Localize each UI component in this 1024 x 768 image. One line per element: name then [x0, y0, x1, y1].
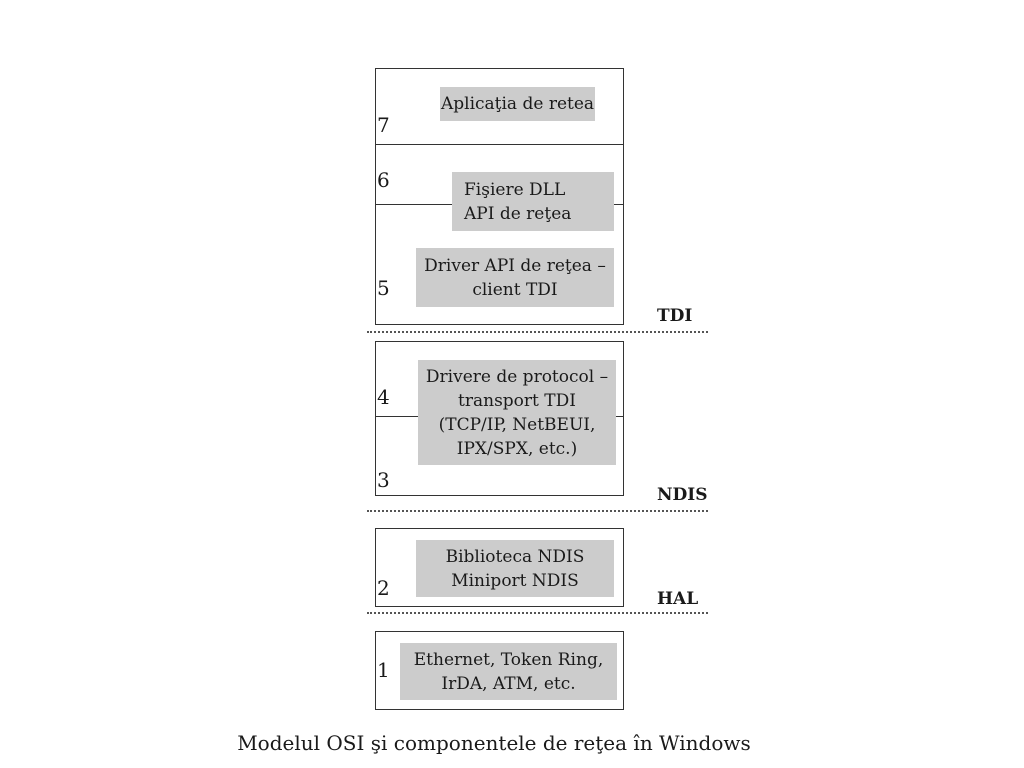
- network-application-label: Aplicaţia de retea: [440, 94, 595, 114]
- layer-4-number: 4: [377, 385, 390, 409]
- driver-api-line1: Driver API de reţea –: [424, 255, 606, 276]
- hal-interface-label: HAL: [657, 589, 699, 609]
- network-api-label: API de reţea: [464, 203, 572, 224]
- physical-media-box: Ethernet, Token Ring, IrDA, ATM, etc.: [400, 643, 617, 700]
- ndis-library-line1: Biblioteca NDIS: [445, 546, 585, 567]
- ndis-library-line2: Miniport NDIS: [451, 570, 579, 591]
- layer-7-number: 7: [377, 113, 390, 137]
- ndis-library-box: Biblioteca NDIS Miniport NDIS: [416, 540, 614, 597]
- tdi-interface-label: TDI: [657, 306, 693, 326]
- physical-media-line1: Ethernet, Token Ring,: [413, 649, 604, 670]
- layer-5-number: 5: [377, 276, 390, 300]
- network-application-box: Aplicaţia de retea: [440, 87, 595, 121]
- driver-api-box: Driver API de reţea – client TDI: [416, 248, 614, 307]
- hal-boundary-line: [367, 612, 708, 614]
- dll-files-label: Fişiere DLL: [464, 179, 566, 200]
- protocol-line4: IPX/SPX, etc.): [456, 438, 578, 459]
- driver-api-line2: client TDI: [472, 279, 558, 300]
- tdi-boundary-line: [367, 331, 708, 333]
- ndis-boundary-line: [367, 510, 708, 512]
- layer-3-number: 3: [377, 468, 390, 492]
- protocol-line2: transport TDI: [458, 390, 576, 411]
- layer-7-6-divider: [375, 144, 624, 145]
- protocol-line3: (TCP/IP, NetBEUI,: [438, 414, 596, 435]
- physical-media-line2: IrDA, ATM, etc.: [441, 673, 576, 694]
- layer-2-number: 2: [377, 576, 390, 600]
- ndis-interface-label: NDIS: [657, 485, 708, 505]
- protocol-drivers-box: Drivere de protocol – transport TDI (TCP…: [418, 360, 616, 465]
- dll-api-box: Fişiere DLL API de reţea: [452, 172, 614, 231]
- layer-6-number: 6: [377, 168, 390, 192]
- diagram-caption: Modelul OSI şi componentele de reţea în …: [237, 731, 751, 755]
- protocol-line1: Drivere de protocol –: [425, 366, 609, 387]
- layer-1-number: 1: [377, 658, 390, 682]
